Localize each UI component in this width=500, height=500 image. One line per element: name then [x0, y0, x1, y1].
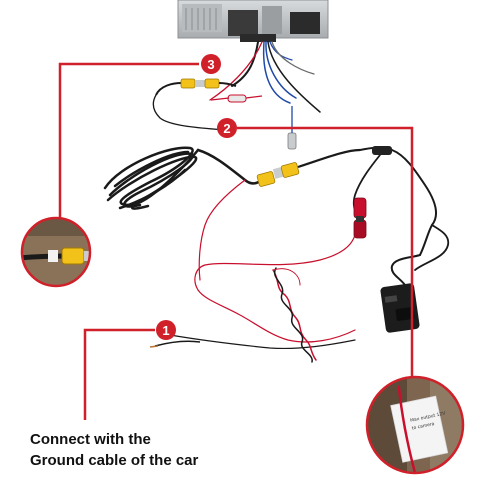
caption-line-2: Ground cable of the car: [30, 452, 199, 469]
callout-number-3: 3: [207, 57, 214, 72]
svg-text:to camera: to camera: [411, 421, 435, 432]
ground-connection-caption: Connect with the Ground cable of the car: [30, 429, 198, 471]
caption-line-1: Connect with the: [30, 431, 151, 448]
ground-wire-end: [149, 340, 201, 348]
twisted-power-pair: [272, 267, 317, 363]
red-wire-splice: [210, 94, 263, 103]
coiled-camera-cable: [103, 146, 264, 210]
car-radio-head-unit: [177, 0, 329, 42]
radio-harness-wires: [209, 41, 321, 113]
callout-badge-1: 1: [156, 320, 176, 340]
callout-number-2: 2: [223, 121, 230, 136]
callout-badge-2: 2: [217, 118, 237, 138]
callout-leader-lines: [58, 62, 414, 420]
inline-fuse-holder: [353, 197, 367, 239]
radio-rca-connector: [152, 78, 237, 131]
camera-cable-right: [352, 146, 450, 286]
rca-closeup-inset: [20, 216, 92, 288]
wire-label-closeup-inset: Max output 12V to camera: [365, 375, 465, 475]
callout-badge-3: 3: [201, 54, 221, 74]
callout-number-1: 1: [162, 323, 169, 338]
red-power-wire: [169, 179, 359, 350]
rear-view-camera: [380, 283, 420, 333]
camera-rca-connector: [256, 148, 361, 187]
